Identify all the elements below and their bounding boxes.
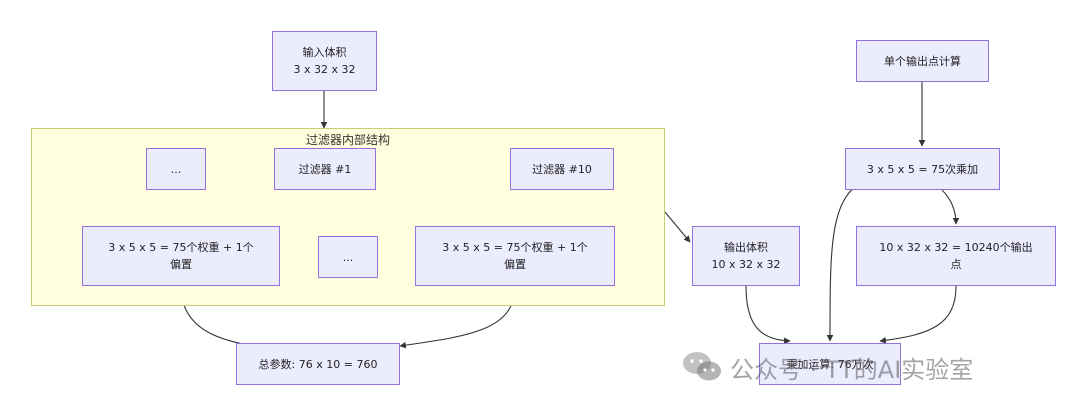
output-volume-node[interactable]: 输出体积 10 x 32 x 32 [692,226,800,286]
edge-multadd-to-outputpoints [941,189,960,225]
edge-multadd-to-totalops [826,183,859,342]
subgraph-title: 过滤器内部结构 [305,133,390,147]
input-volume-node[interactable]: 输入体积 3 x 32 x 32 [272,31,377,91]
output-volume-title: 输出体积 [724,241,768,254]
watermark: 公众号 · TT的AI实验室 [680,348,973,386]
watermark-text: 公众号 · TT的AI实验室 [730,355,974,384]
ellipsis-mid-label: ... [342,250,354,264]
edge-outputpoints-to-totalops [879,285,957,344]
wechat-icon [683,352,721,381]
edge-subgraph-to-output [664,211,691,243]
weights-filter-10-line2: 偏置 [504,258,526,271]
single-output-calc-node[interactable]: 单个输出点计算 [856,40,989,82]
filter-10-label: 过滤器 #10 [532,162,592,176]
total-ops-label: 乘加运算: 76万次 [786,357,874,371]
single-output-calc-label: 单个输出点计算 [884,54,961,68]
ellipsis-top-node[interactable]: ... [146,148,206,190]
weights-filter-1-line1: 3 x 5 x 5 = 75个权重 + 1个 [108,241,254,254]
output-volume-dims: 10 x 32 x 32 [711,258,781,271]
weights-filter-10-line1: 3 x 5 x 5 = 75个权重 + 1个 [442,241,588,254]
filter-10-node[interactable]: 过滤器 #10 [510,148,614,190]
mult-add-75-label: 3 x 5 x 5 = 75次乘加 [866,162,979,176]
input-volume-dims: 3 x 32 x 32 [293,63,356,76]
total-ops-node[interactable]: 乘加运算: 76万次 [759,343,901,385]
filter-1-label: 过滤器 #1 [298,162,352,176]
mult-add-75-node[interactable]: 3 x 5 x 5 = 75次乘加 [845,148,1000,190]
output-points-line2: 点 [950,258,962,271]
total-params-node[interactable]: 总参数: 76 x 10 = 760 [236,343,400,385]
input-volume-title: 输入体积 [302,46,347,59]
output-points-node[interactable]: 10 x 32 x 32 = 10240个输出 点 [856,226,1056,286]
edge-output-to-totalops [745,285,791,345]
weights-filter-10-node[interactable]: 3 x 5 x 5 = 75个权重 + 1个 偏置 [415,226,615,286]
ellipsis-mid-node[interactable]: ... [318,236,378,278]
weights-filter-1-node[interactable]: 3 x 5 x 5 = 75个权重 + 1个 偏置 [82,226,280,286]
filter-1-node[interactable]: 过滤器 #1 [274,148,376,190]
ellipsis-top-label: ... [170,162,182,176]
total-params-label: 总参数: 76 x 10 = 760 [258,357,378,371]
weights-filter-1-line2: 偏置 [170,258,192,271]
output-points-line1: 10 x 32 x 32 = 10240个输出 [879,241,1033,254]
